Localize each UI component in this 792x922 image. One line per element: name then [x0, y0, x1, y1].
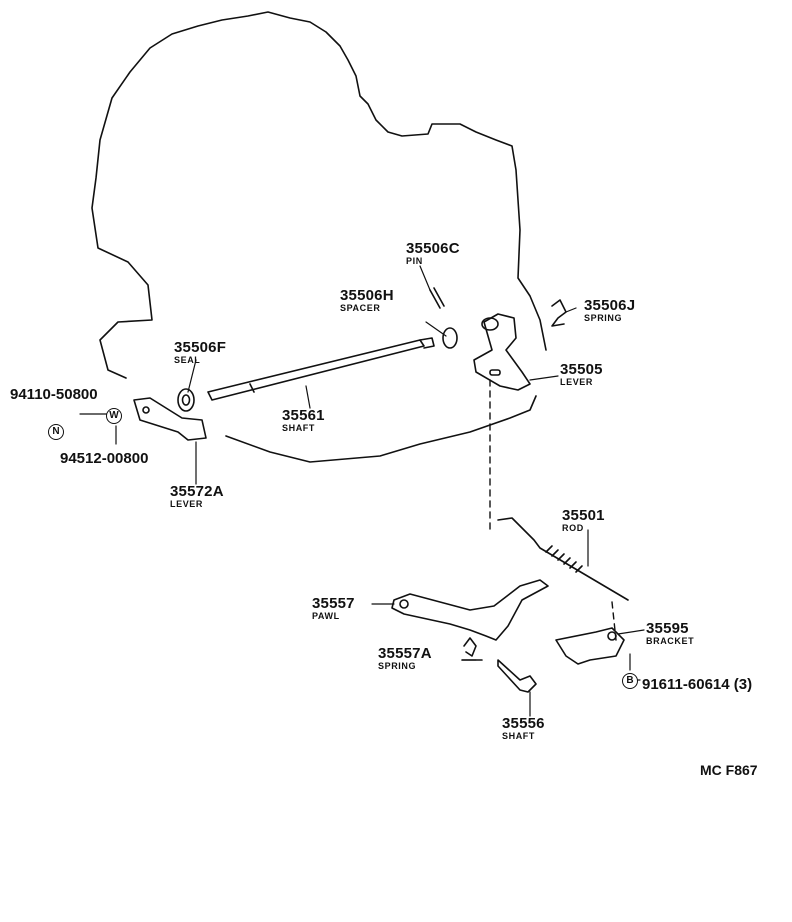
part-name: SHAFT — [282, 423, 315, 433]
figure-code: MC F867 — [700, 762, 758, 778]
shaft-35561-groove — [249, 337, 435, 393]
pawl-35557 — [391, 579, 549, 641]
part-number: 35506H — [340, 287, 394, 304]
shaft-35561 — [207, 339, 425, 401]
rod-35501-spring — [545, 545, 583, 573]
part-number: 35572A — [170, 483, 224, 500]
part-number: 35505 — [560, 361, 603, 378]
part-number: 35557 — [312, 595, 355, 612]
part-name: PAWL — [312, 611, 340, 621]
part-name: ROD — [562, 523, 584, 533]
part-name: SPRING — [378, 661, 417, 671]
part-number: 35595 — [646, 620, 689, 637]
part-number: 35501 — [562, 507, 605, 524]
linkage-dashed-line — [489, 379, 617, 641]
part-name: SHAFT — [502, 731, 535, 741]
lever-35572A-hole — [142, 406, 150, 414]
seal-35506F — [177, 388, 195, 412]
part-name: PIN — [406, 256, 423, 266]
pin-35506C — [429, 287, 445, 309]
spacer-35506H — [442, 327, 458, 349]
part-number: 35557A — [378, 645, 432, 662]
part-name: SEAL — [174, 355, 201, 365]
part-number: 35506F — [174, 339, 227, 356]
spring-35506J — [551, 299, 567, 327]
bolt-part-code: 91611-60614 (3) — [642, 676, 753, 693]
lever-35505-slot — [489, 369, 501, 376]
leader-lines — [79, 265, 645, 717]
pawl-35557-hole — [399, 599, 409, 609]
case-bottom-edge — [225, 395, 537, 463]
part-name: SPACER — [340, 303, 381, 313]
part-name: LEVER — [170, 499, 204, 509]
lever-35505 — [473, 313, 531, 391]
lever-35572A — [133, 397, 207, 441]
nut-symbol-icon: N — [48, 424, 64, 440]
washer-symbol-icon: W — [106, 408, 122, 424]
spring-35557A — [461, 637, 483, 661]
transmission-case-outline — [91, 11, 547, 379]
part-number: 35561 — [282, 407, 325, 424]
nut-part-code: 94110-50800 — [10, 386, 98, 403]
part-number: 35556 — [502, 715, 545, 732]
bracket-35595 — [555, 627, 625, 665]
part-name: LEVER — [560, 377, 594, 387]
washer-part-code: 94512-00800 — [60, 450, 149, 467]
part-name: SPRING — [584, 313, 623, 323]
part-number: 35506J — [584, 297, 636, 314]
seal-35506F-inner — [181, 394, 191, 406]
part-name: BRACKET — [646, 636, 695, 646]
shaft-35556 — [497, 659, 537, 693]
bracket-35595-bolt-hole — [607, 631, 617, 641]
part-number: 35506C — [406, 240, 460, 257]
bolt-symbol-icon: B — [622, 673, 638, 689]
rod-35501 — [497, 517, 629, 601]
lever-35505-boss — [481, 317, 499, 331]
